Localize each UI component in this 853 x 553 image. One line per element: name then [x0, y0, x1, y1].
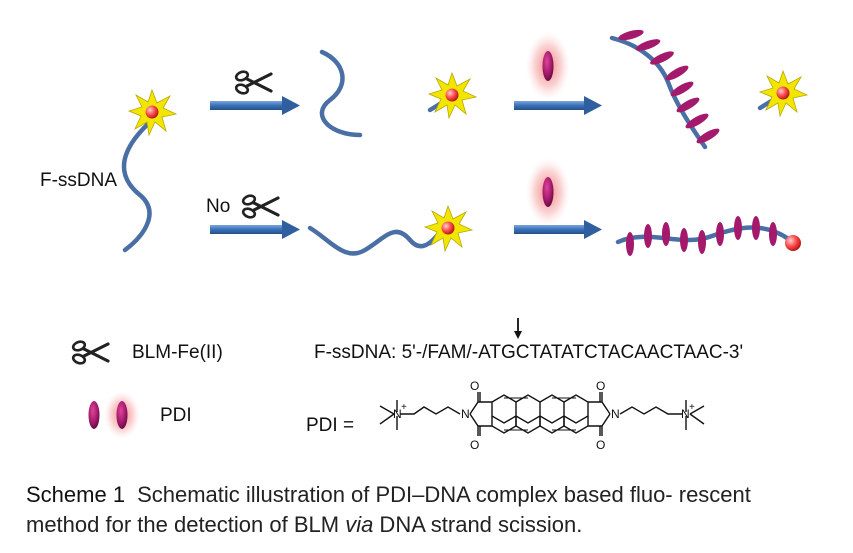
legend-blm-label: BLM-Fe(II) — [132, 342, 223, 363]
no-label: No — [206, 196, 230, 217]
legend-pdi-glow-icon — [116, 401, 128, 429]
pdi-dna-complex-fragment — [609, 29, 720, 150]
svg-text:+: + — [401, 402, 407, 413]
svg-text:N: N — [393, 407, 402, 421]
dna-strand-intact — [307, 225, 443, 256]
cleavage-site-arrow-icon — [514, 318, 522, 339]
sequence-text: F-ssDNA: 5'-/FAM/-ATGCTATATCTACAACTAAC-3… — [314, 342, 743, 363]
svg-text:+: + — [689, 402, 695, 413]
legend-pdi-label: PDI — [160, 405, 192, 426]
caption-text-before: Schematic illustration of PDI–DNA comple… — [26, 482, 751, 537]
scissors-icon — [233, 68, 273, 97]
arrow-icon — [210, 220, 300, 239]
pdi-dna-complex-intact — [615, 216, 801, 256]
arrow-icon — [514, 220, 602, 239]
pdi-icon — [542, 177, 554, 207]
f-ssdna-label: F-ssDNA — [40, 170, 117, 191]
caption-text-italic: via — [345, 512, 374, 537]
arrow-icon — [210, 96, 300, 115]
svg-text:N: N — [461, 407, 470, 421]
svg-text:N: N — [611, 407, 620, 421]
scheme-diagram: F-ssDNA No — [40, 29, 808, 452]
caption-text-after: DNA strand scission. — [373, 512, 583, 537]
fam-fluorophore-icon — [424, 205, 473, 252]
pdi-structure-atoms: O O O O N N N + N + — [393, 379, 695, 452]
legend-pdi-icon — [88, 401, 100, 429]
fam-fluorophore-icon — [759, 70, 808, 117]
svg-text:O: O — [596, 379, 605, 393]
svg-text:O: O — [470, 438, 479, 452]
fam-fluorophore-icon — [428, 72, 477, 119]
svg-text:O: O — [596, 438, 605, 452]
pdi-structure — [379, 392, 705, 436]
pdi-icon — [542, 51, 554, 81]
scissors-icon — [240, 192, 280, 221]
pdi-equation-label: PDI = — [306, 415, 354, 436]
caption-label: Scheme 1 — [26, 482, 126, 507]
fam-fluorophore-icon — [128, 89, 177, 136]
svg-text:O: O — [470, 379, 479, 393]
legend-scissors-icon — [70, 338, 110, 367]
dna-fragment-cleaved — [319, 49, 363, 138]
svg-text:N: N — [681, 407, 690, 421]
arrow-icon — [514, 96, 602, 115]
dna-strand-initial — [121, 119, 153, 253]
